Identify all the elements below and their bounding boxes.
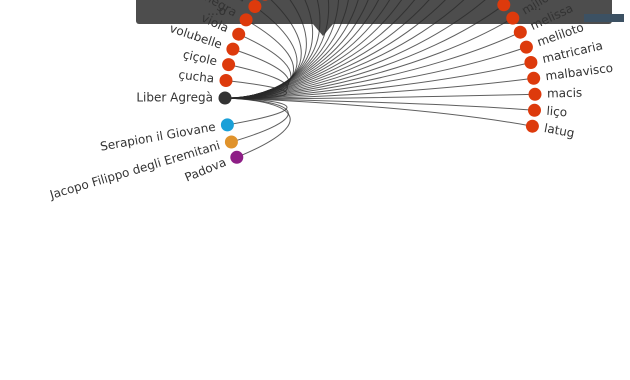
author-node-1[interactable] — [224, 135, 238, 149]
plant-label-1: çiçole — [182, 47, 219, 68]
tooltip — [136, 0, 624, 24]
edge-plant-23 — [224, 4, 505, 99]
plant-node-25[interactable] — [513, 25, 527, 39]
tooltip-thumbnail — [584, 14, 624, 22]
nodes-layer — [218, 0, 542, 164]
hub-node[interactable] — [218, 91, 232, 105]
author-node-0[interactable] — [230, 150, 244, 164]
edge-author-2 — [224, 97, 288, 126]
plant-label-31: latug — [543, 121, 576, 140]
plant-node-26[interactable] — [519, 40, 533, 54]
plant-node-30[interactable] — [528, 103, 541, 117]
plant-node-3[interactable] — [232, 27, 246, 41]
edge-plant-31 — [224, 97, 533, 127]
plant-label-28: malbavisco — [545, 61, 614, 84]
plant-node-28[interactable] — [527, 71, 541, 85]
plant-node-23[interactable] — [497, 0, 511, 12]
edges-layer — [224, 0, 536, 158]
edge-plant-10 — [224, 0, 330, 99]
plant-node-24[interactable] — [506, 11, 520, 25]
edge-author-0 — [224, 97, 291, 158]
plant-node-0[interactable] — [219, 74, 233, 87]
plant-node-29[interactable] — [528, 87, 542, 101]
hub-label: Liber Agregà — [136, 91, 213, 105]
plant-node-27[interactable] — [524, 56, 538, 69]
plant-node-4[interactable] — [239, 13, 253, 27]
edge-plant-11 — [224, 0, 340, 99]
plant-label-30: liço — [546, 104, 568, 120]
partial-label-top-left: ...o — [207, 4, 226, 18]
plant-node-2[interactable] — [226, 42, 240, 56]
plant-node-31[interactable] — [525, 119, 539, 133]
plant-node-1[interactable] — [222, 58, 236, 72]
plant-label-29: macis — [547, 86, 583, 101]
plant-node-5[interactable] — [248, 0, 262, 13]
tooltip-arrow — [313, 24, 333, 36]
author-node-2[interactable] — [220, 118, 234, 132]
partial-label-top-right: ... — [530, 0, 541, 13]
plant-node-6[interactable] — [259, 0, 272, 1]
plant-label-0: çucha — [178, 68, 215, 86]
